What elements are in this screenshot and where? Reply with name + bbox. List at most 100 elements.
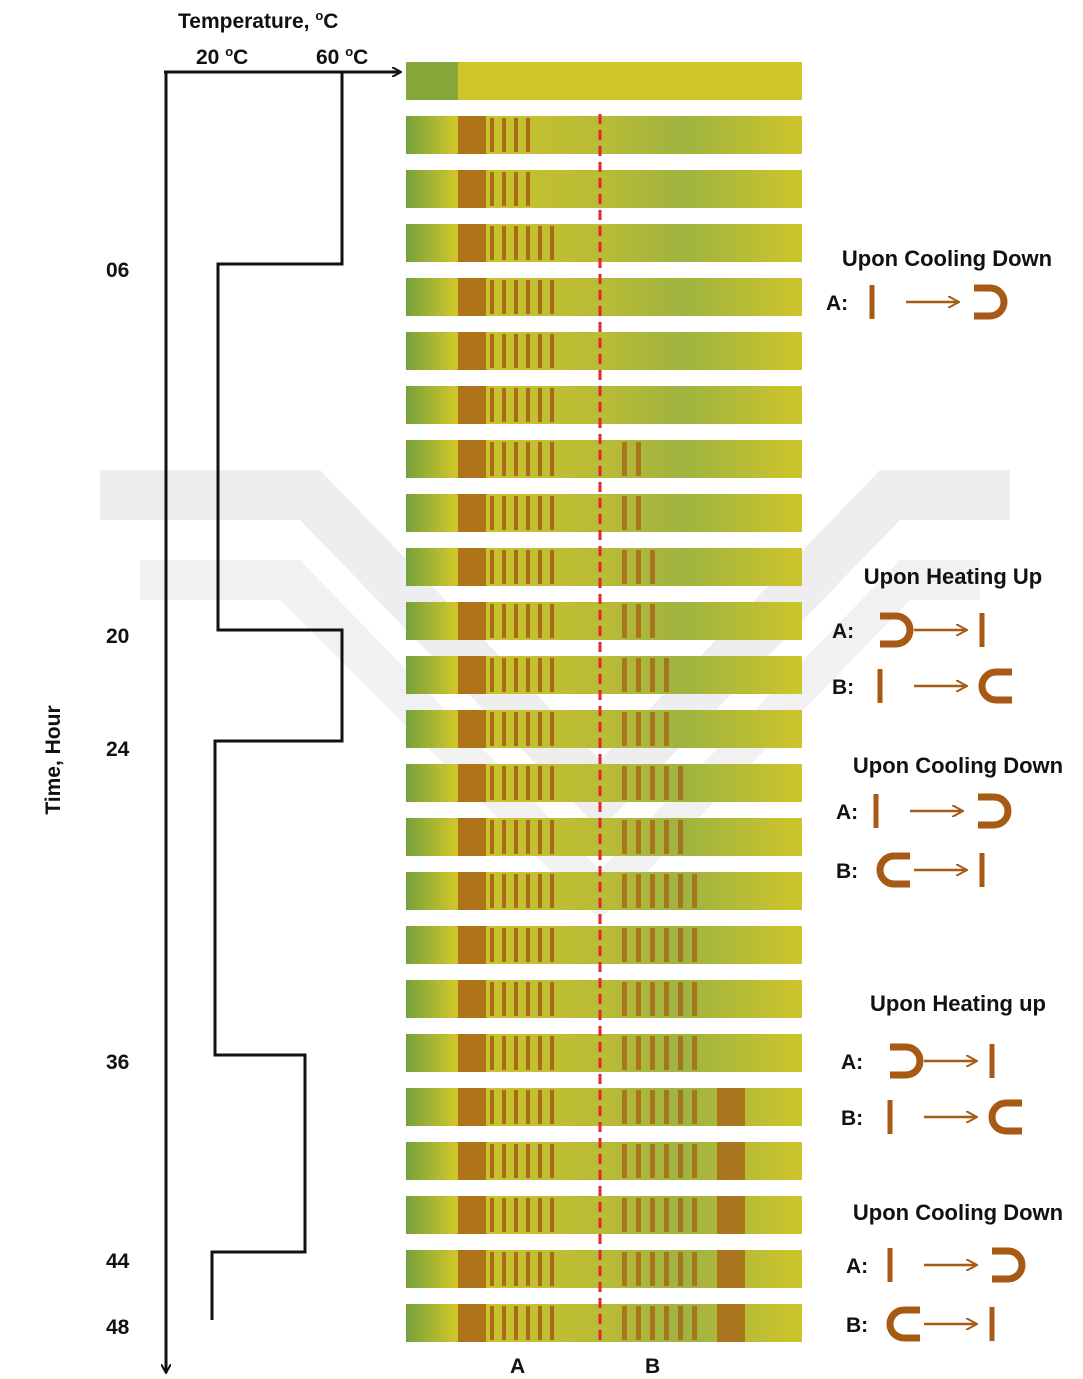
ring-band-b bbox=[622, 982, 627, 1016]
tube-strip bbox=[406, 602, 802, 640]
ring-band-a bbox=[490, 604, 494, 638]
time-tick: 36 bbox=[106, 1051, 129, 1074]
ring-band-a bbox=[538, 1036, 542, 1070]
ring-band-b bbox=[664, 874, 669, 908]
ring-band-a bbox=[550, 982, 554, 1016]
ring-band-b bbox=[636, 1252, 641, 1286]
ring-band-b bbox=[650, 820, 655, 854]
ring-band-a bbox=[490, 1144, 494, 1178]
ring-band-a bbox=[526, 1306, 530, 1340]
ring-band-b bbox=[622, 874, 627, 908]
ring-band-a bbox=[550, 334, 554, 368]
ring-band-a bbox=[538, 226, 542, 260]
ring-band-a bbox=[538, 496, 542, 530]
ring-band-a bbox=[502, 1198, 506, 1232]
ring-band-b bbox=[622, 712, 627, 746]
ring-band-a bbox=[526, 226, 530, 260]
ring-band-b bbox=[636, 1306, 641, 1340]
ring-band-a bbox=[550, 280, 554, 314]
ring-band-a bbox=[514, 928, 518, 962]
ring-band-a bbox=[502, 1252, 506, 1286]
ring-band-b bbox=[636, 820, 641, 854]
precipitate-band-b bbox=[717, 1196, 745, 1234]
transition-glyphs bbox=[869, 284, 1026, 1342]
ring-band-a bbox=[490, 1090, 494, 1124]
ring-band-a bbox=[538, 442, 542, 476]
tube-strip bbox=[406, 764, 802, 802]
ring-band-a bbox=[550, 496, 554, 530]
annotation-title: Upon Heating Up bbox=[864, 564, 1042, 589]
tube-strip-body bbox=[406, 62, 802, 100]
ring-band-a bbox=[490, 1036, 494, 1070]
ring-band-a bbox=[526, 172, 530, 206]
ring-band-a bbox=[490, 226, 494, 260]
ring-band-a bbox=[514, 550, 518, 584]
tube-strip bbox=[406, 332, 802, 370]
ring-band-b bbox=[678, 874, 683, 908]
ring-band-b bbox=[664, 928, 669, 962]
ring-band-a bbox=[526, 1036, 530, 1070]
annotation-row-label: A: bbox=[836, 801, 858, 824]
precipitate-band bbox=[458, 116, 486, 154]
ring-band-a bbox=[502, 874, 506, 908]
ring-band-a bbox=[514, 766, 518, 800]
ring-band-b bbox=[678, 1144, 683, 1178]
ring-band-a bbox=[490, 1306, 494, 1340]
ring-band-a bbox=[526, 280, 530, 314]
ring-band-a bbox=[526, 874, 530, 908]
ring-band-a bbox=[526, 334, 530, 368]
tube-strip bbox=[406, 1034, 802, 1072]
precipitate-band bbox=[458, 710, 486, 748]
ring-band-b bbox=[622, 1144, 627, 1178]
ring-band-a bbox=[526, 982, 530, 1016]
ring-band-a bbox=[538, 1090, 542, 1124]
precipitate-band bbox=[458, 926, 486, 964]
ring-band-a bbox=[526, 550, 530, 584]
ring-band-b bbox=[650, 1090, 655, 1124]
ring-band-b bbox=[678, 928, 683, 962]
ring-band-a bbox=[502, 496, 506, 530]
temperature-axis-title: Temperature, oC bbox=[178, 8, 338, 33]
ring-band-b bbox=[622, 550, 627, 584]
ring-band-a bbox=[490, 1252, 494, 1286]
ring-band-b bbox=[692, 874, 697, 908]
ring-band-a bbox=[538, 280, 542, 314]
ring-band-b bbox=[636, 874, 641, 908]
ring-band-b bbox=[636, 1090, 641, 1124]
ring-band-a bbox=[514, 388, 518, 422]
ring-band-b bbox=[692, 1198, 697, 1232]
ring-band-a bbox=[550, 820, 554, 854]
precipitate-band bbox=[458, 656, 486, 694]
ring-band-b bbox=[664, 820, 669, 854]
tube-strip bbox=[406, 170, 802, 208]
ring-band-a bbox=[526, 1144, 530, 1178]
ring-band-a bbox=[502, 712, 506, 746]
ring-band-a bbox=[514, 1198, 518, 1232]
ring-band-a bbox=[514, 1144, 518, 1178]
cup-right-glyph bbox=[992, 1247, 1026, 1283]
cup-right-glyph bbox=[974, 284, 1008, 320]
ring-band-a bbox=[490, 442, 494, 476]
ring-band-b bbox=[622, 658, 627, 692]
ring-band-a bbox=[538, 334, 542, 368]
precipitate-band-b bbox=[717, 1142, 745, 1180]
ring-band-a bbox=[502, 334, 506, 368]
precipitate-band bbox=[458, 332, 486, 370]
ring-band-a bbox=[490, 712, 494, 746]
ring-band-b bbox=[664, 1144, 669, 1178]
ring-band-a bbox=[526, 928, 530, 962]
temp-tick-20: 20 oC bbox=[196, 44, 248, 69]
precipitate-band bbox=[458, 440, 486, 478]
ring-band-a bbox=[490, 334, 494, 368]
ring-band-a bbox=[550, 928, 554, 962]
ring-band-a bbox=[514, 334, 518, 368]
ring-band-a bbox=[526, 442, 530, 476]
time-tick: 20 bbox=[106, 625, 129, 648]
ring-band-b bbox=[622, 496, 627, 530]
ring-band-b bbox=[664, 658, 669, 692]
ring-band-b bbox=[650, 550, 655, 584]
ring-band-b bbox=[664, 982, 669, 1016]
ring-band-a bbox=[514, 874, 518, 908]
ring-band-a bbox=[526, 1090, 530, 1124]
ring-band-a bbox=[514, 658, 518, 692]
